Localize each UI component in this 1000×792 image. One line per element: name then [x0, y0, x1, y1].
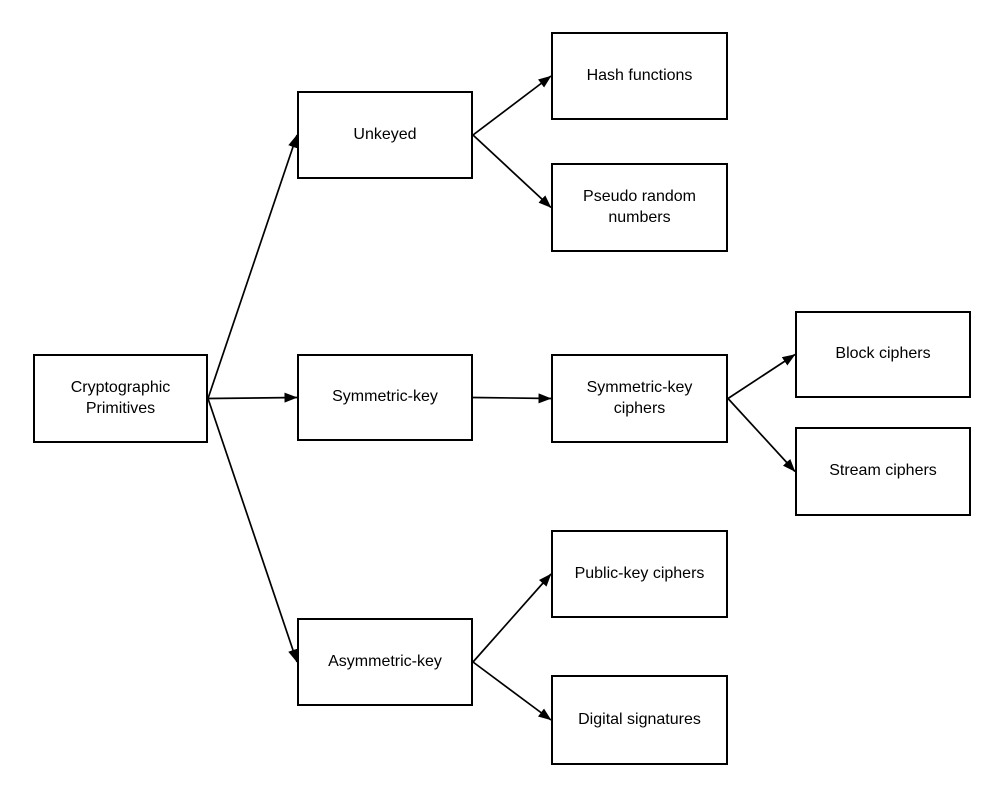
edge-cryptographic-primitives-to-asymmetric-key: [207, 398, 298, 663]
node-label: Asymmetric-key: [328, 652, 442, 670]
node-label: Cryptographic Primitives: [70, 378, 171, 417]
node-asymmetric-key: Asymmetric-key: [297, 618, 473, 706]
node-hash-functions: Hash functions: [551, 32, 728, 120]
node-label: Hash functions: [586, 66, 693, 84]
edge-cryptographic-primitives-to-symmetric-key: [207, 392, 298, 403]
node-label: Digital signatures: [578, 710, 701, 728]
edge-symmetric-key-to-symmetric-key-ciphers: [472, 393, 552, 404]
edge-cryptographic-primitives-to-unkeyed: [207, 134, 298, 399]
edge-unkeyed-to-hash-functions: [472, 75, 552, 136]
node-public-key-ciphers: Public-key ciphers: [551, 530, 728, 618]
node-unkeyed: Unkeyed: [297, 91, 473, 179]
node-label: Symmetric-key ciphers: [586, 378, 693, 417]
node-cryptographic-primitives: Cryptographic Primitives: [33, 354, 208, 443]
node-label: Public-key ciphers: [574, 564, 705, 582]
node-label: Unkeyed: [353, 125, 417, 143]
edge-symmetric-key-ciphers-to-block-ciphers: [727, 353, 796, 400]
node-digital-signatures: Digital signatures: [551, 675, 728, 765]
edge-symmetric-key-ciphers-to-stream-ciphers: [727, 397, 796, 473]
node-label: Symmetric-key: [332, 388, 438, 406]
node-symmetric-key-ciphers: Symmetric-key ciphers: [551, 354, 728, 443]
node-label: Stream ciphers: [829, 462, 937, 480]
edge-asymmetric-key-to-public-key-ciphers: [472, 573, 552, 663]
node-block-ciphers: Block ciphers: [795, 311, 971, 398]
node-label: Block ciphers: [835, 345, 931, 363]
edge-asymmetric-key-to-digital-signatures: [472, 661, 552, 721]
node-stream-ciphers: Stream ciphers: [795, 427, 971, 516]
node-pseudo-random-numbers: Pseudo random numbers: [551, 163, 728, 252]
node-label: Pseudo random numbers: [583, 187, 696, 226]
edge-unkeyed-to-pseudo-random-numbers: [472, 134, 552, 209]
node-symmetric-key: Symmetric-key: [297, 354, 473, 441]
